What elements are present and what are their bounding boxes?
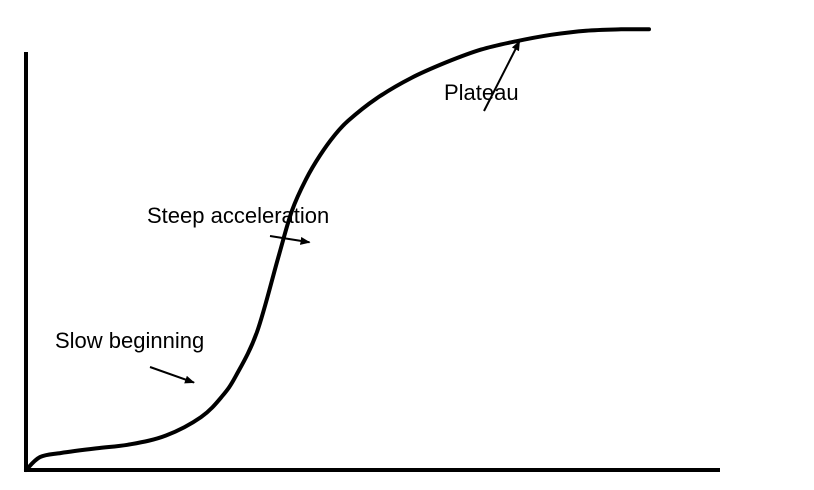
annotation-arrow-slow-beginning	[149, 366, 195, 384]
growth-curve-line	[24, 27, 651, 472]
annotation-arrow-plateau	[483, 40, 521, 112]
annotation-arrow-steep-acceleration	[269, 235, 311, 245]
annotation-label-slow-beginning: Slow beginning	[55, 328, 204, 353]
annotation-label-plateau: Plateau	[444, 80, 519, 105]
annotation-label-steep-acceleration: Steep acceleration	[147, 203, 329, 228]
annotations: Slow beginning Steep acceleration Plateau	[55, 40, 521, 384]
